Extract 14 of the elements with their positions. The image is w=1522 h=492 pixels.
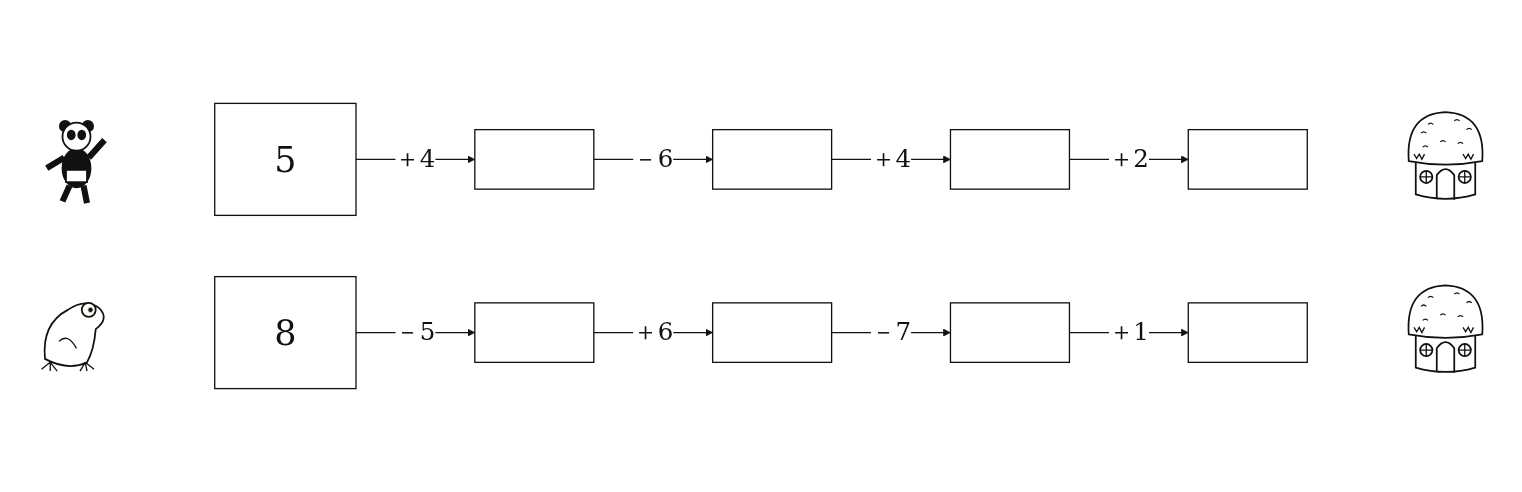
house-drawing xyxy=(1407,284,1484,374)
answer-box xyxy=(474,302,595,363)
answer-box: 5 xyxy=(214,102,357,217)
answer-box xyxy=(949,129,1071,190)
answer-box xyxy=(1187,129,1308,190)
answer-box xyxy=(712,129,833,190)
answer-box xyxy=(1187,302,1308,363)
answer-box xyxy=(949,302,1071,363)
answer-box xyxy=(712,302,833,363)
house-drawing xyxy=(1407,111,1484,201)
frog-drawing xyxy=(40,302,105,372)
panda-drawing xyxy=(43,120,108,207)
answer-box xyxy=(474,129,595,190)
answer-box: 8 xyxy=(214,275,357,390)
